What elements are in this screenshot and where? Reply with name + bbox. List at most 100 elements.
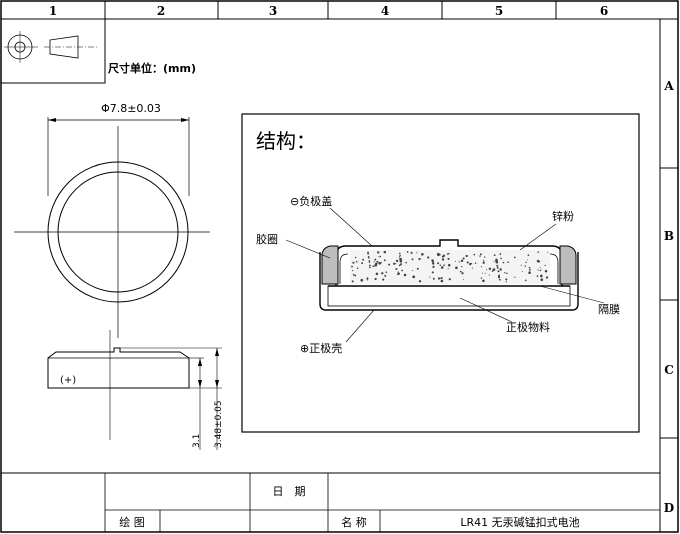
gasket-left-shape: [321, 245, 339, 285]
column-label-3: 3: [269, 4, 277, 18]
zinc-speckle: [397, 272, 401, 275]
label-positive-can: ⊕正极壳: [300, 341, 342, 355]
zinc-speckle: [496, 266, 499, 269]
zinc-speckle: [507, 261, 510, 264]
zinc-speckle: [504, 272, 506, 274]
row-label-d: D: [664, 501, 674, 515]
zinc-speckle: [401, 269, 403, 272]
zinc-speckle: [473, 253, 476, 256]
zinc-speckles: [351, 250, 549, 283]
zinc-speckle: [537, 269, 539, 271]
zinc-speckle: [351, 280, 354, 283]
zinc-speckle: [493, 254, 496, 257]
zinc-speckle: [498, 278, 501, 281]
zinc-speckle: [366, 279, 369, 281]
zinc-speckle: [524, 265, 527, 267]
zinc-speckle: [410, 251, 413, 254]
zinc-speckle: [497, 270, 500, 273]
height-total-label: 3.48±0.05: [214, 400, 224, 448]
zinc-speckle: [539, 266, 541, 268]
row-label-a: A: [663, 79, 674, 93]
zinc-speckle: [446, 253, 449, 255]
zinc-speckle: [362, 258, 365, 261]
zinc-speckle: [351, 265, 353, 268]
zinc-speckle: [399, 254, 401, 257]
zinc-speckle: [544, 264, 546, 267]
zinc-speckle: [505, 278, 508, 281]
diameter-label: Φ7.8±0.03: [101, 102, 161, 115]
zinc-speckle: [418, 257, 421, 261]
zinc-speckle: [499, 268, 502, 271]
zinc-speckle: [479, 255, 481, 257]
zinc-speckle: [375, 262, 378, 265]
polarity-mark: (+): [60, 375, 76, 386]
zinc-speckle: [440, 279, 444, 283]
zinc-speckle: [439, 254, 441, 256]
zinc-speckle: [418, 280, 422, 283]
zinc-speckle: [506, 272, 508, 274]
zinc-speckle: [432, 265, 435, 269]
zinc-speckle: [440, 266, 444, 269]
zinc-speckle: [367, 255, 370, 258]
gasket-right-shape: [559, 245, 577, 285]
zinc-speckle: [378, 261, 382, 265]
zinc-speckle: [485, 272, 487, 274]
zinc-speckle: [480, 266, 483, 268]
zinc-speckle: [411, 258, 414, 261]
zinc-speckle: [443, 264, 445, 267]
column-label-2: 2: [157, 4, 165, 18]
zinc-speckle: [361, 262, 364, 265]
zinc-speckle: [539, 269, 542, 272]
title-block: 日 期 绘 图 名 称 LR41 无汞碱锰扣式电池: [1, 472, 660, 532]
zinc-speckle: [502, 261, 505, 264]
column-label-4: 4: [381, 4, 389, 18]
zinc-speckle: [498, 274, 501, 277]
zinc-speckle: [398, 256, 401, 258]
date-label: 日 期: [273, 485, 306, 498]
zinc-speckle: [416, 252, 418, 254]
zinc-speckle: [461, 265, 463, 268]
zinc-speckle: [499, 253, 502, 255]
zinc-speckle: [398, 252, 401, 255]
zinc-speckle: [547, 251, 549, 253]
zinc-speckle: [372, 265, 375, 268]
zinc-speckle: [429, 276, 431, 278]
zinc-speckle: [378, 256, 380, 258]
label-gasket: 胶圈: [256, 232, 278, 246]
zinc-speckle: [388, 263, 391, 266]
zinc-speckle: [385, 271, 388, 273]
projection-symbol: [0, 18, 106, 84]
zinc-speckle: [432, 277, 435, 280]
height-body-label: 3.1: [192, 434, 202, 448]
zinc-speckle: [459, 270, 462, 273]
zinc-speckle: [483, 259, 485, 262]
positive-can-shape: [319, 252, 579, 311]
zinc-speckle: [416, 267, 419, 270]
label-cathode-material: 正极物料: [506, 320, 550, 334]
zinc-speckle: [369, 266, 371, 268]
zinc-speckle: [484, 256, 486, 258]
name-label: 名 称: [341, 515, 367, 529]
drawn-label: 绘 图: [119, 515, 145, 529]
zinc-speckle: [486, 269, 488, 271]
zinc-speckle: [397, 271, 399, 273]
zinc-speckle: [539, 274, 543, 278]
zinc-speckle: [495, 258, 498, 262]
zinc-speckle: [545, 276, 549, 279]
zinc-speckle: [427, 256, 430, 259]
row-header: A B C D: [659, 19, 678, 532]
zinc-speckle: [463, 278, 465, 280]
label-negative-cap: ⊖负极盖: [290, 194, 332, 208]
zinc-speckle: [448, 264, 451, 267]
zinc-speckle: [439, 264, 442, 266]
zinc-speckle: [536, 275, 539, 277]
zinc-speckle: [481, 272, 484, 274]
zinc-speckle: [524, 279, 527, 282]
zinc-speckle: [536, 259, 540, 263]
cathode-layer-shape: [327, 285, 571, 307]
zinc-speckle: [360, 278, 364, 282]
zinc-speckle: [431, 271, 434, 274]
zinc-speckle: [431, 262, 435, 265]
zinc-speckle: [545, 271, 547, 273]
